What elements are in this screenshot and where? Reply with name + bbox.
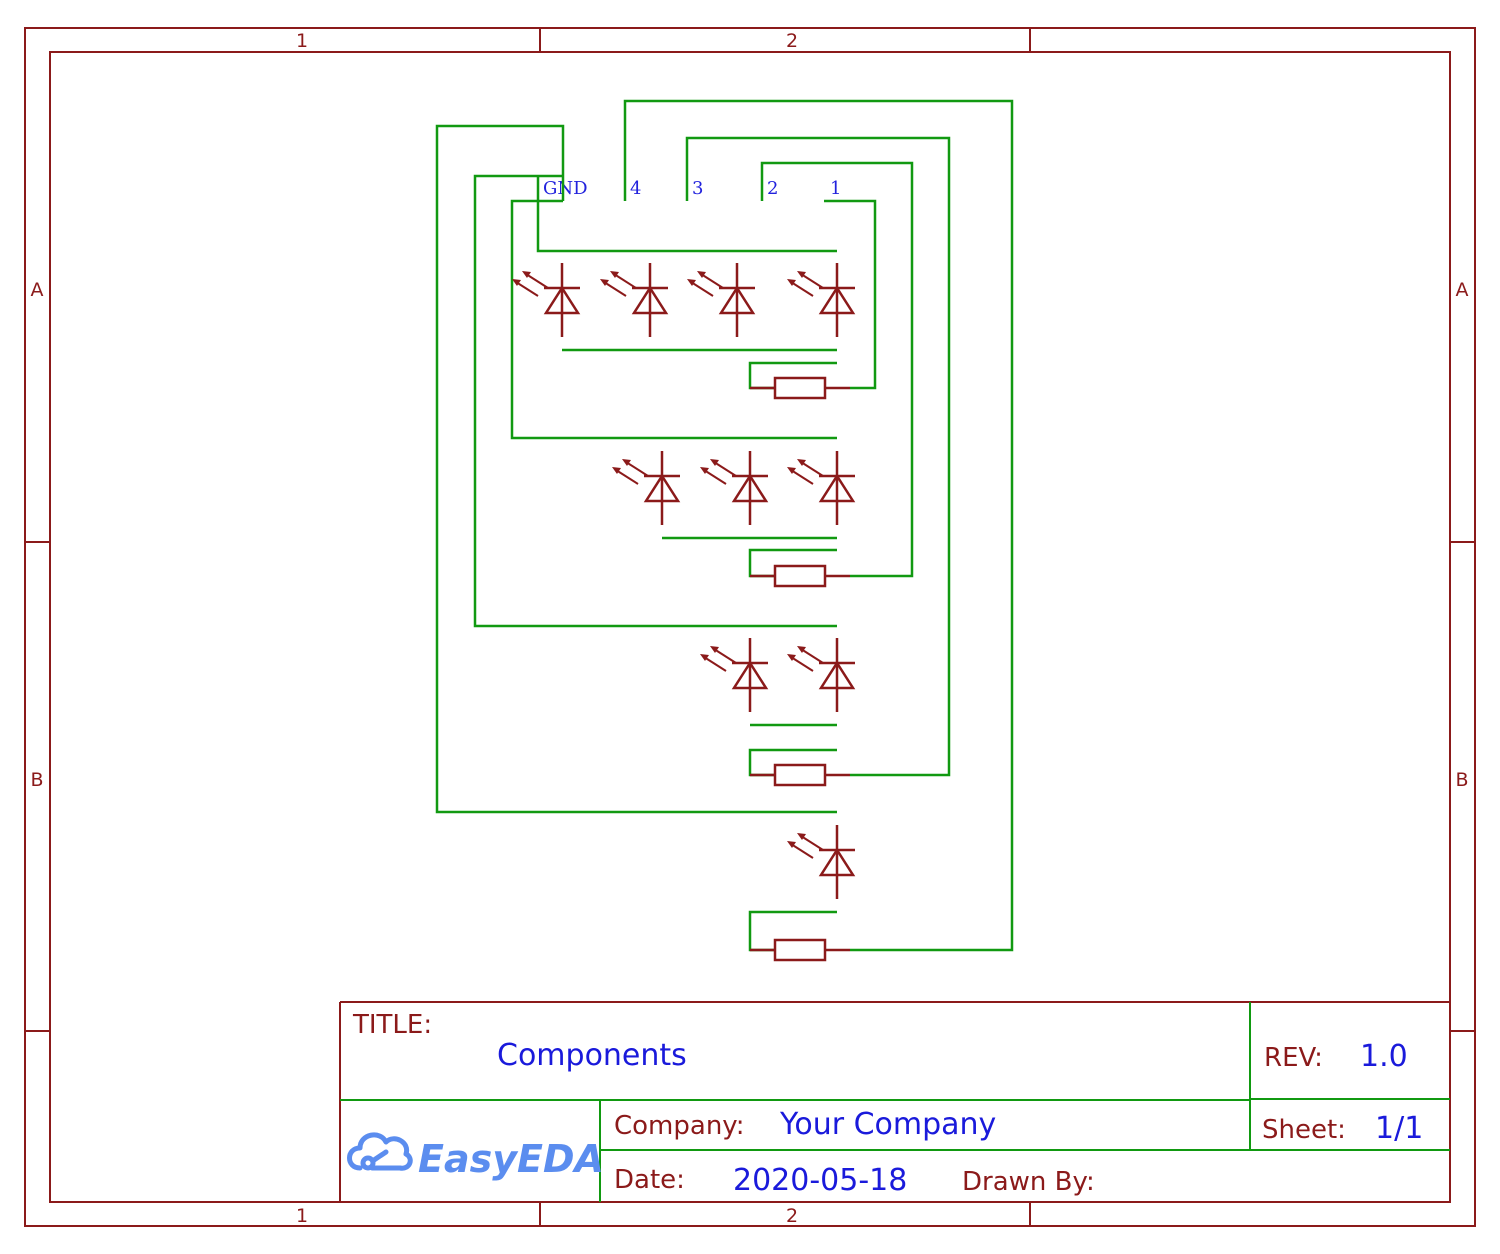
row-label-right-a: A	[1456, 279, 1469, 301]
pin-label-3: 3	[692, 178, 703, 199]
title-value: Components	[497, 1038, 687, 1073]
led-group-3	[698, 636, 857, 714]
led-d2	[598, 261, 670, 339]
column-label-bottom-2: 2	[786, 1205, 798, 1227]
cloud-icon	[347, 1132, 413, 1171]
wire-gnd-main	[435, 124, 837, 814]
pin-label-2: 2	[767, 178, 778, 199]
led-d8	[698, 636, 770, 714]
pin-label-4: 4	[630, 178, 641, 199]
wire-net-4	[623, 99, 1014, 952]
row-label-right-b: B	[1455, 769, 1468, 791]
led-d1	[510, 261, 582, 339]
resistor-r4	[748, 938, 852, 962]
sheet-label: Sheet:	[1262, 1115, 1346, 1145]
sheet-value: 1/1	[1375, 1111, 1423, 1146]
drawn-by-label: Drawn By:	[962, 1167, 1095, 1197]
rev-label: REV:	[1264, 1043, 1323, 1073]
wire-net-3	[685, 136, 951, 777]
led-group-1	[510, 261, 857, 339]
easyeda-logo: EasyEDA	[347, 1132, 604, 1181]
wires	[435, 99, 1014, 952]
date-value: 2020-05-18	[733, 1163, 907, 1198]
led-group-4	[785, 823, 857, 901]
title-block	[339, 1001, 1450, 1202]
resistors	[748, 376, 852, 962]
logo-text: EasyEDA	[418, 1137, 604, 1181]
led-group-2	[610, 449, 857, 527]
pin-label-gnd: GND	[543, 178, 588, 199]
resistor-r2	[748, 564, 852, 588]
led-d9	[785, 636, 857, 714]
company-value: Your Company	[779, 1107, 996, 1142]
led-d5	[610, 449, 682, 527]
column-label-bottom-1: 1	[296, 1205, 308, 1227]
resistor-r3	[748, 763, 852, 787]
resistor-r1	[748, 376, 852, 400]
title-label: TITLE:	[352, 1010, 432, 1040]
pin-label-1: 1	[830, 178, 841, 199]
wire-gnd-group3	[473, 174, 837, 628]
wire-net-1	[824, 199, 877, 390]
led-d7	[785, 449, 857, 527]
company-label: Company:	[614, 1111, 745, 1141]
rev-value: 1.0	[1360, 1039, 1408, 1074]
column-label-top-2: 2	[786, 30, 798, 52]
led-d3	[685, 261, 757, 339]
row-label-left-b: B	[30, 769, 43, 791]
row-label-left-a: A	[31, 279, 44, 301]
sheet-frame	[24, 27, 1476, 1227]
date-label: Date:	[614, 1165, 685, 1195]
wire-gnd-group1	[536, 176, 837, 253]
led-d6	[698, 449, 770, 527]
column-label-top-1: 1	[296, 30, 308, 52]
led-d10	[785, 823, 857, 901]
led-d4	[785, 261, 857, 339]
wire-net-2	[760, 161, 914, 578]
